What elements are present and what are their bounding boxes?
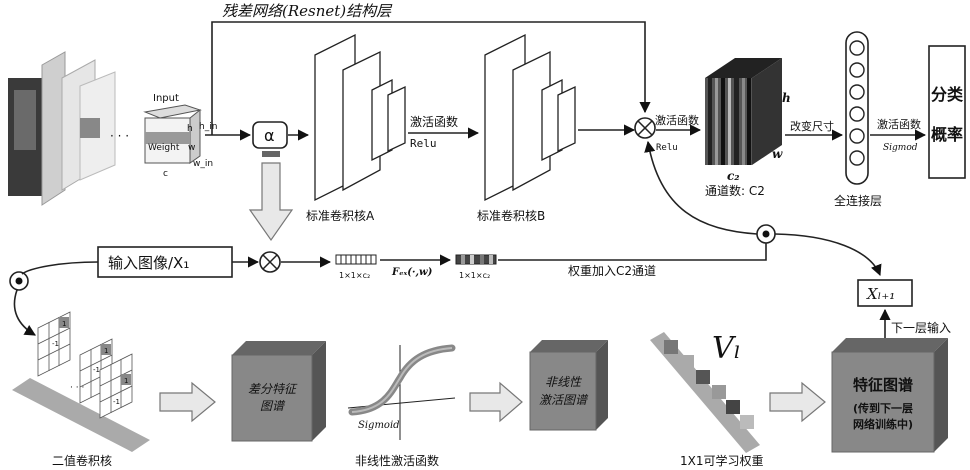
learnable-weights xyxy=(650,332,760,453)
kernel-val-1: -1 xyxy=(52,340,59,348)
hollow-arrow-2 xyxy=(470,383,522,421)
resize-label: 改变尺寸 xyxy=(790,119,834,133)
dot-node-left xyxy=(10,272,28,290)
feature-map-line1: 特征图谱 xyxy=(853,376,913,394)
vector-2-label: 1×1×c₂ xyxy=(459,271,490,280)
next-input-label: 下一层输入 xyxy=(891,320,951,335)
channels-label: 通道数: C2 xyxy=(705,183,765,198)
relu-mid-label: Relu xyxy=(656,143,678,153)
multiply-node-mid xyxy=(260,252,280,272)
tensor-block xyxy=(705,58,782,165)
input-c: c xyxy=(163,169,168,179)
hollow-arrow-3 xyxy=(770,383,825,421)
sigmod-label: Sigmod xyxy=(883,143,918,153)
conv-b-layers xyxy=(485,35,575,200)
input-block xyxy=(145,105,200,163)
input-h: h xyxy=(187,124,193,134)
input-dots: · · · xyxy=(110,129,129,143)
fex-label: Fₑₓ(·,w) xyxy=(391,267,433,278)
tensor-w: w xyxy=(772,147,783,161)
tensor-h: h xyxy=(782,91,791,105)
dot-node-right xyxy=(757,225,775,243)
kernel-val-3: -1 xyxy=(93,366,100,374)
activation-fc-label: 激活函数 xyxy=(877,117,921,131)
weight-label: Weight xyxy=(148,143,180,153)
nonlinear-map-line2: 激活图谱 xyxy=(539,393,589,407)
conv-b-label: 标准卷积核B xyxy=(477,208,545,223)
nonlinear-fn-label: 非线性激活函数 xyxy=(355,453,439,468)
feature-map-line2: (传到下一层 xyxy=(853,401,913,415)
kernel-val-4: 1 xyxy=(124,377,128,385)
kernel-dots: · · · xyxy=(70,383,84,393)
kernel-val-2: 1 xyxy=(104,347,108,355)
input-image-label: 输入图像/X₁ xyxy=(108,254,189,272)
input-w: w xyxy=(188,143,195,153)
conv-a-layers xyxy=(315,35,405,200)
feature-map-line3: 网络训练中) xyxy=(853,417,913,431)
binary-kernel-label: 二值卷积核 xyxy=(52,453,112,468)
sigmoid-small-label: Sigmoid xyxy=(358,420,400,431)
input-image-stack xyxy=(8,52,115,205)
classify-line1: 分类 xyxy=(931,85,964,104)
fc-label: 全连接层 xyxy=(834,193,882,208)
classify-box xyxy=(929,46,965,178)
multiply-node-top xyxy=(635,118,655,138)
hollow-arrow-1 xyxy=(160,383,215,421)
vector-1 xyxy=(336,255,376,264)
alpha-label: α xyxy=(264,126,275,145)
nonlinear-map-line1: 非线性 xyxy=(545,375,582,389)
diff-map-line1: 差分特征 xyxy=(248,382,298,396)
diff-map-line2: 图谱 xyxy=(260,399,286,413)
vector-2 xyxy=(456,255,496,264)
feature-map-cube xyxy=(832,338,948,452)
vl-label: Vₗ xyxy=(712,331,741,366)
resnet-label: 残差网络(Resnet)结构层 xyxy=(222,2,393,20)
weight-c2-label: 权重加入C2通道 xyxy=(568,264,656,278)
kernel-val-5: -1 xyxy=(113,398,120,406)
kernel-val-0: 1 xyxy=(62,320,66,328)
input-label: Input xyxy=(153,93,179,104)
conv-a-label: 标准卷积核A xyxy=(306,208,375,223)
x-l1-label: Xₗ₊₁ xyxy=(866,285,895,303)
activation-mid-label: 激活函数 xyxy=(655,113,699,127)
learn-weight-label: 1X1可学习权重 xyxy=(680,453,764,468)
classify-line2: 概率 xyxy=(931,125,963,144)
relu-top-label: Relu xyxy=(410,137,437,150)
vector-1-label: 1×1×c₂ xyxy=(339,271,370,280)
tensor-c2: c₂ xyxy=(727,169,740,183)
hollow-down-arrow xyxy=(250,163,292,240)
fc-layer xyxy=(846,32,868,184)
w-in-label: w_in xyxy=(193,159,213,169)
h-in-label: h_in xyxy=(199,122,217,132)
activation-top-label: 激活函数 xyxy=(410,114,458,129)
